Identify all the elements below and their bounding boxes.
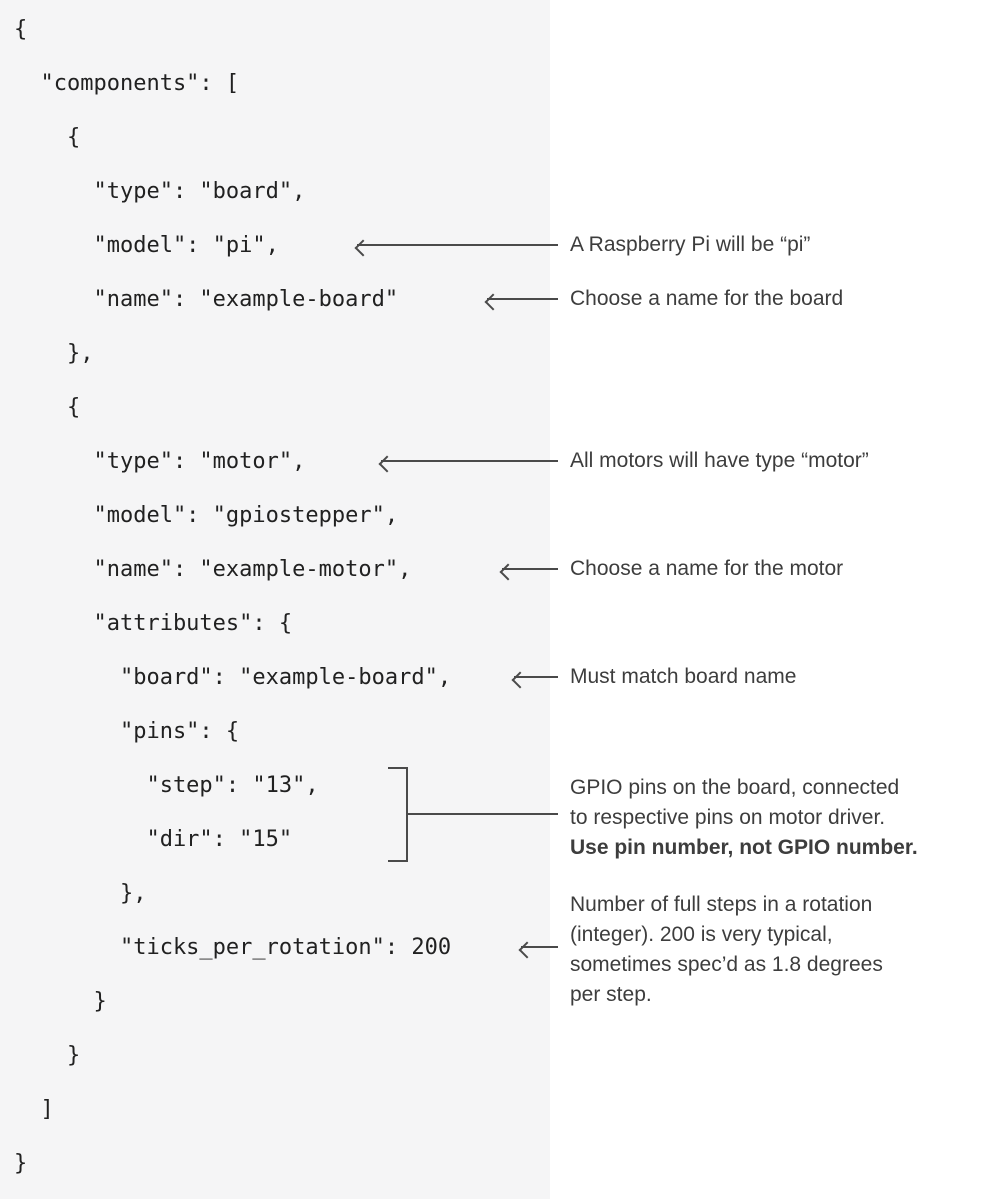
code-line: "type": "board", xyxy=(14,178,306,204)
code-line: "attributes": { xyxy=(14,610,293,636)
code-line: "ticks_per_rotation": 200 xyxy=(14,934,452,960)
arrow-to-model-pi xyxy=(357,244,558,246)
annotation-pi-model: A Raspberry Pi will be “pi” xyxy=(570,233,811,256)
annotation-ticks-per-rotation: Number of full steps in a rotation (inte… xyxy=(570,890,883,1010)
code-line: "components": [ xyxy=(14,70,240,96)
arrow-to-ticks-per-rotation xyxy=(521,946,558,948)
code-line: "board": "example-board", xyxy=(14,664,452,690)
code-block: { "components": [ { "type": "board", "mo… xyxy=(14,16,452,1176)
annotation-motor-name: Choose a name for the motor xyxy=(570,557,844,580)
pins-bracket-bottom-tick xyxy=(388,860,408,862)
code-line: "model": "gpiostepper", xyxy=(14,502,399,528)
code-line: } xyxy=(14,988,107,1014)
code-line: "name": "example-motor", xyxy=(14,556,412,582)
code-line: { xyxy=(14,394,81,420)
arrow-to-attr-board xyxy=(514,676,558,678)
pins-bracket-connector xyxy=(406,813,558,815)
annotation-line: sometimes spec’d as 1.8 degrees xyxy=(570,953,883,976)
code-line: }, xyxy=(14,880,147,906)
annotation-motor-type: All motors will have type “motor” xyxy=(570,449,869,472)
arrow-to-motor-type xyxy=(381,460,558,462)
pins-bracket-top-tick xyxy=(388,767,408,769)
annotation-line: (integer). 200 is very typical, xyxy=(570,923,833,946)
annotation-board-name: Choose a name for the board xyxy=(570,287,844,310)
annotation-pins: GPIO pins on the board, connected to res… xyxy=(570,773,918,863)
arrow-to-board-name xyxy=(487,298,558,300)
code-line: "type": "motor", xyxy=(14,448,306,474)
code-line: ] xyxy=(14,1096,54,1122)
code-line: "step": "13", xyxy=(14,772,319,798)
code-line: "dir": "15" xyxy=(14,826,293,852)
code-line: { xyxy=(14,16,28,42)
code-line: }, xyxy=(14,340,94,366)
annotation-board-match: Must match board name xyxy=(570,665,797,688)
annotation-line: GPIO pins on the board, connected xyxy=(570,776,900,799)
annotation-line: to respective pins on motor driver. xyxy=(570,806,886,829)
code-line: { xyxy=(14,124,81,150)
arrow-to-motor-name xyxy=(502,568,558,570)
code-line: "pins": { xyxy=(14,718,240,744)
code-line: "model": "pi", xyxy=(14,232,279,258)
annotation-line-bold: Use pin number, not GPIO number. xyxy=(570,836,918,859)
annotation-line: Number of full steps in a rotation xyxy=(570,893,873,916)
annotation-line: per step. xyxy=(570,983,652,1006)
code-line: } xyxy=(14,1042,81,1068)
code-line: "name": "example-board" xyxy=(14,286,399,312)
code-line: } xyxy=(14,1150,28,1176)
